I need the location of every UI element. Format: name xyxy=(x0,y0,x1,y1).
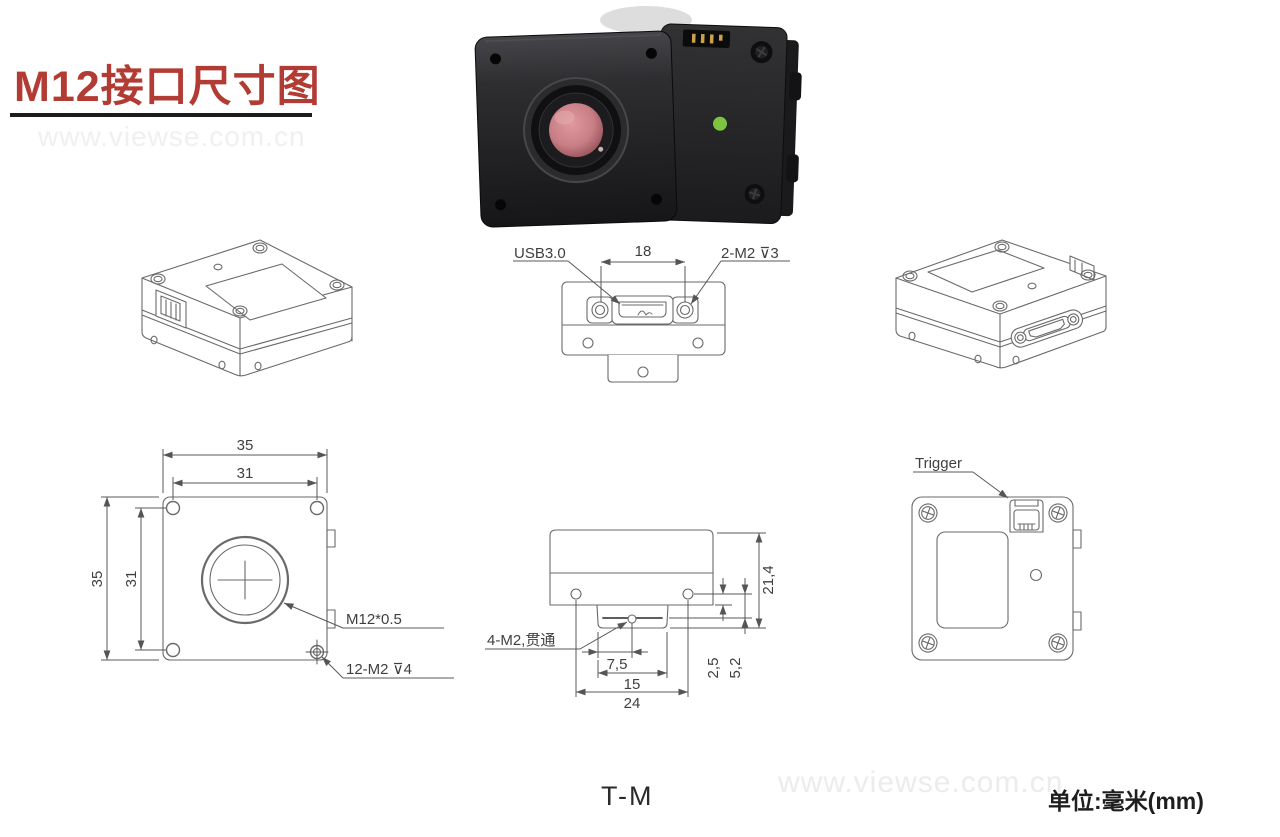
usb-label: USB3.0 xyxy=(513,245,621,305)
side-m2-hole xyxy=(627,614,637,624)
front-lens xyxy=(200,535,290,625)
iso-right-base-holes xyxy=(908,331,1020,365)
rear-screw-bottom xyxy=(744,183,765,204)
trigger-label-text: Trigger xyxy=(915,455,962,472)
iso-right-screws xyxy=(902,241,1096,312)
trigger-label: Trigger xyxy=(913,455,1009,499)
camera-photo-rear-body xyxy=(654,23,802,225)
usb-mount-screws xyxy=(586,296,699,324)
dim-2-5-text: 2,5 xyxy=(705,658,722,679)
watermark-top: www.viewse.com.cn xyxy=(38,121,306,152)
front-screw-dots xyxy=(490,47,663,211)
rear-connector-pins xyxy=(691,33,723,44)
rear-view-drawing: Trigger xyxy=(911,455,1082,661)
iso-right-usb-slot xyxy=(1010,309,1084,348)
dim-31-v-text: 31 xyxy=(123,571,140,588)
dim-35-vertical: 35 xyxy=(89,496,159,661)
thread-spec-label: 4-M2,贯通 xyxy=(485,621,628,650)
units-label: 单位:毫米(mm) xyxy=(1048,788,1204,814)
iso-left-screws xyxy=(150,242,345,317)
rear-led-hole xyxy=(1029,568,1043,582)
dim-35-v-text: 35 xyxy=(89,571,106,588)
dim-7-5: 7,5 xyxy=(582,623,648,673)
rear-label-recess xyxy=(936,531,1009,629)
camera-photo xyxy=(474,6,802,228)
lens-glass xyxy=(549,103,604,158)
front-corner-screws xyxy=(165,500,329,665)
trigger-connector xyxy=(1009,499,1044,533)
dim-35-h-text: 35 xyxy=(237,437,254,454)
iso-view-rear-right xyxy=(895,239,1107,369)
lens-spec-text: M12*0.5 xyxy=(346,611,402,628)
dim-5-2-text: 5,2 xyxy=(727,658,744,679)
lens-spec-label: M12*0.5 xyxy=(283,602,444,629)
watermark-bottom: www.viewse.com.cn xyxy=(778,766,1064,799)
side-view-drawing: 21,4 2,5 5,2 7,5 xyxy=(485,529,777,712)
dim-24-text: 24 xyxy=(624,695,641,712)
iso-view-rear-left xyxy=(141,239,353,377)
dim-7-5-text: 7,5 xyxy=(607,656,628,673)
top-label-recess xyxy=(205,263,327,321)
iso-left-base-holes xyxy=(150,335,262,371)
rear-screw-top xyxy=(750,41,773,64)
bottom-view-drawing: 18 USB3.0 2-M2 ⊽3 xyxy=(513,243,790,383)
title-underline xyxy=(10,113,312,117)
lens xyxy=(523,77,630,184)
top-pilot-hole-right xyxy=(1027,282,1037,290)
dim-21-4: 21,4 xyxy=(670,532,777,629)
model-label: T-M xyxy=(601,781,654,811)
dim-18: 18 xyxy=(600,243,686,302)
dim-21-4-text: 21,4 xyxy=(760,565,777,594)
dim-18-text: 18 xyxy=(635,243,652,260)
front-screw-spec-label: 12-M2 ⊽4 xyxy=(321,656,454,679)
page-title: M12接口尺寸图 xyxy=(14,63,321,111)
dim-35-horizontal: 35 xyxy=(162,437,328,493)
front-screw-spec-text: 12-M2 ⊽4 xyxy=(346,661,412,678)
dim-31-vertical: 31 xyxy=(123,507,166,651)
front-view-drawing: 35 31 35 31 M12*0.5 xyxy=(89,437,454,679)
rear-corner-screws xyxy=(918,503,1068,653)
iso-left-trigger-connector xyxy=(155,289,187,329)
dim-24: 24 xyxy=(575,600,689,712)
status-led xyxy=(713,116,728,131)
thread-spec-text: 4-M2,贯通 xyxy=(487,632,555,649)
screw-spec-text: 2-M2 ⊽3 xyxy=(721,245,779,262)
dim-2-5: 2,5 xyxy=(694,578,752,678)
dim-15-text: 15 xyxy=(624,676,641,693)
dim-31-horizontal: 31 xyxy=(172,465,318,500)
usb-label-text: USB3.0 xyxy=(514,245,566,262)
dim-5-2: 5,2 xyxy=(669,578,752,678)
top-pilot-hole xyxy=(213,263,223,271)
screw-spec-label: 2-M2 ⊽3 xyxy=(690,245,790,305)
usb3-connector xyxy=(611,295,674,325)
camera-photo-front-body xyxy=(474,30,678,228)
top-label-recess-right xyxy=(927,249,1045,293)
rear-connector-photo xyxy=(682,29,731,48)
bottom-view-holes xyxy=(582,337,704,383)
dim-31-h-text: 31 xyxy=(237,465,254,482)
